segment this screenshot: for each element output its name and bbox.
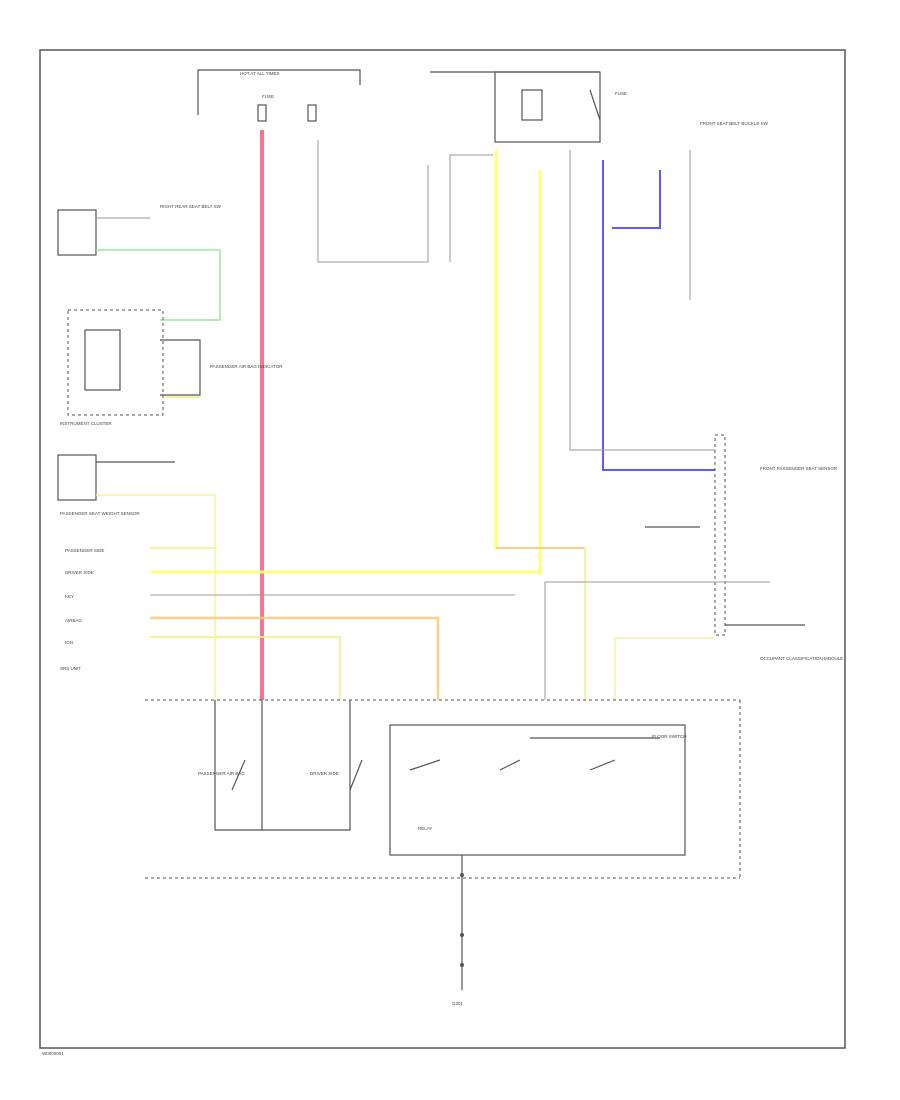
right-rear-seat-belt-switch: RIGHT REAR SEAT BELT SW	[57, 204, 222, 321]
passenger-weight-label: PASSENGER SEAT WEIGHT SENSOR	[60, 511, 140, 516]
occupant-module-label: OCCUPANT CLASSIFICATION MODULE	[760, 656, 843, 661]
fuse-label: FUSE	[262, 94, 274, 99]
footer-code: W0000001	[42, 1051, 64, 1056]
ground-connection: G301	[452, 855, 464, 1006]
front-passenger-sensor-label: FRONT PASSENGER SEAT SENSOR	[760, 466, 838, 471]
internal-switches: PASSENGER AIR BAG DRIVER SIDE RELAY FLOO…	[198, 700, 687, 856]
blue-wire	[602, 160, 715, 471]
airbag-indicator-label: PASSENGER AIR BAG INDICATOR	[210, 364, 283, 369]
fuse-block: HOT AT ALL TIMES FUSE	[197, 69, 361, 122]
passenger-seat-weight-sensor: PASSENGER SEAT WEIGHT SENSOR	[57, 454, 216, 700]
front-seat-belt-label: FRONT SEAT BELT BUCKLE SW	[700, 121, 769, 126]
srs-pin-5: IGN	[65, 640, 73, 645]
srs-pin-3: KEY	[65, 594, 74, 599]
blue-wire-stub	[612, 170, 661, 229]
switch-1-label: PASSENGER AIR BAG	[198, 771, 245, 776]
switch-3-label: RELAY	[418, 826, 432, 831]
srs-pin-1: PASSENGER SIDE	[65, 548, 104, 553]
top-relay: FUSE	[430, 71, 627, 143]
diagram-border	[39, 49, 846, 1049]
instrument-cluster-label: INSTRUMENT CLUSTER	[60, 421, 112, 426]
srs-connector: PASSENGER SIDE DRIVER SIDE KEY AIRBAG IG…	[60, 547, 586, 700]
instrument-cluster: INSTRUMENT CLUSTER PASSENGER AIR BAG IND…	[60, 309, 283, 426]
ground-label: G301	[452, 1001, 464, 1006]
srs-pin-4: AIRBAG	[65, 618, 83, 623]
switch-4-label: FLOOR SWITCH	[652, 734, 687, 739]
right-rear-seat-belt-label: RIGHT REAR SEAT BELT SW	[160, 204, 222, 209]
srs-pin-2: DRIVER SIDE	[65, 570, 94, 575]
front-passenger-seat-sensor: FRONT PASSENGER SEAT SENSOR OCCUPANT CLA…	[544, 434, 843, 700]
srs-unit-label: SRS UNIT	[60, 666, 81, 671]
hot-at-all-times-label: HOT AT ALL TIMES	[240, 71, 280, 76]
switch-2-label: DRIVER SIDE	[310, 771, 339, 776]
top-relay-label: FUSE	[615, 91, 627, 96]
